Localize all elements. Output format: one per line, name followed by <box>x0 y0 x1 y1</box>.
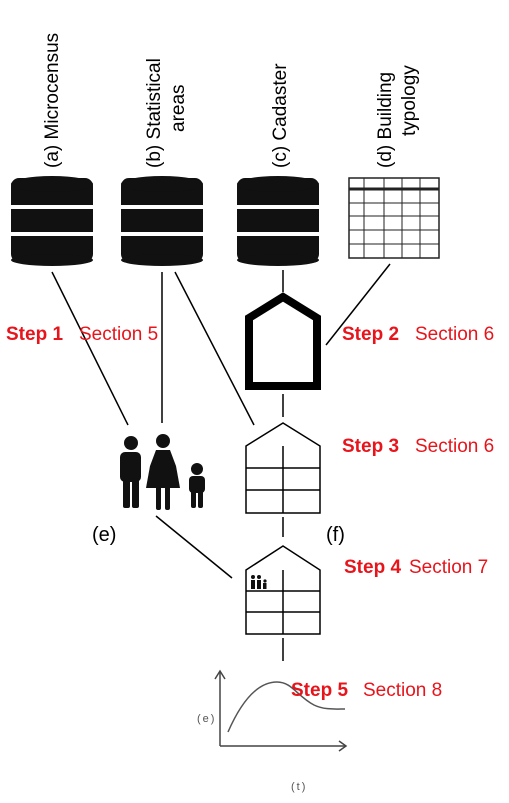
svg-text:Step 3: Step 3 <box>342 436 399 457</box>
source-label-d: (d) Building <box>375 72 396 168</box>
database-icon-statistical-areas <box>121 176 203 266</box>
step-4-label: Step 4 Section 7 <box>344 557 488 578</box>
step-3-label: Step 3 Section 6 <box>342 436 494 457</box>
svg-text:Section 5: Section 5 <box>79 324 158 345</box>
step-1-label: Step 1 Section 5 <box>6 324 158 345</box>
label-f: (f) <box>326 524 345 546</box>
building-floors-icon <box>245 422 321 514</box>
building-residents-icon <box>245 545 321 635</box>
svg-text:Step 5: Step 5 <box>291 680 348 701</box>
source-label-d-line2: typology <box>399 65 420 136</box>
svg-text:Section 6: Section 6 <box>415 436 494 457</box>
source-label-a: (a) Microcensus <box>42 33 63 168</box>
graph-curve <box>227 681 346 733</box>
svg-text:Step 4: Step 4 <box>344 557 401 578</box>
graph-y-label: (e) <box>197 713 216 725</box>
graph-x-label: (t) <box>291 781 307 793</box>
people-icon <box>120 434 205 510</box>
svg-text:Section 6: Section 6 <box>415 324 494 345</box>
database-icon-microcensus <box>11 176 93 266</box>
source-label-b-line2: areas <box>168 84 189 132</box>
label-e: (e) <box>92 524 116 546</box>
source-label-b: (b) Statistical <box>144 58 165 168</box>
graph-axes <box>214 669 348 752</box>
connector-lines <box>51 263 391 661</box>
small-people-icon <box>251 575 267 589</box>
svg-text:Section 8: Section 8 <box>363 680 442 701</box>
source-label-c: (c) Cadaster <box>270 63 291 168</box>
step-2-label: Step 2 Section 6 <box>342 324 494 345</box>
building-outline-icon <box>245 292 321 390</box>
svg-text:Step 2: Step 2 <box>342 324 399 345</box>
database-icon-cadaster <box>237 176 319 266</box>
svg-text:Section 7: Section 7 <box>409 557 488 578</box>
table-icon-building-typology <box>348 177 440 259</box>
svg-text:Step 1: Step 1 <box>6 324 63 345</box>
step-5-label: Step 5 Section 8 <box>291 680 442 701</box>
